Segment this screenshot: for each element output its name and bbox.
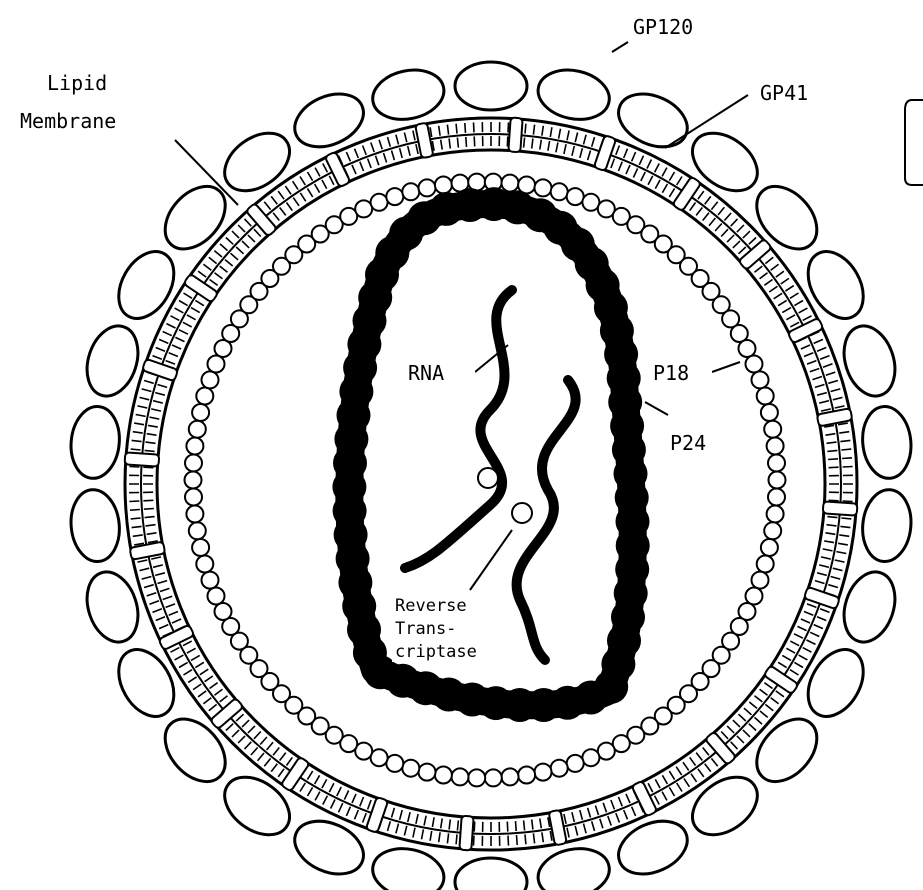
p18-bead bbox=[767, 506, 784, 523]
gp120-knob bbox=[859, 404, 914, 481]
gp120-knob bbox=[533, 64, 613, 126]
p18-bead bbox=[386, 755, 403, 772]
reverse-transcriptase-enzyme bbox=[478, 468, 498, 488]
p18-bead bbox=[202, 572, 219, 589]
p18-bead bbox=[502, 768, 519, 785]
p18-bead bbox=[192, 539, 209, 556]
p18-bead bbox=[435, 767, 452, 784]
gp41-block bbox=[459, 816, 473, 851]
p18-bead bbox=[502, 175, 519, 192]
p18-bead bbox=[192, 404, 209, 421]
p18-bead bbox=[185, 489, 202, 506]
p18-bead bbox=[582, 749, 599, 766]
label-p18: P18 bbox=[653, 361, 689, 385]
p18-bead bbox=[752, 371, 769, 388]
p18-bead bbox=[768, 455, 785, 472]
p18-bead bbox=[551, 760, 568, 777]
p18-bead bbox=[567, 755, 584, 772]
p18-bead bbox=[769, 472, 786, 489]
label-p24: P24 bbox=[670, 431, 706, 455]
p18-bead bbox=[739, 340, 756, 357]
p18-bead bbox=[746, 588, 763, 605]
p18-bead bbox=[215, 603, 232, 620]
p18-bead bbox=[757, 556, 774, 573]
p18-bead bbox=[196, 556, 213, 573]
p18-bead bbox=[196, 388, 213, 405]
side-bracket-decoration bbox=[905, 100, 923, 185]
p18-bead bbox=[371, 194, 388, 211]
p18-bead bbox=[468, 769, 485, 786]
p18-bead bbox=[185, 472, 202, 489]
gp120-knob bbox=[368, 842, 448, 890]
p18-bead bbox=[452, 768, 469, 785]
p18-bead bbox=[746, 356, 763, 373]
label-rna: RNA bbox=[408, 361, 444, 385]
p18-bead bbox=[757, 388, 774, 405]
p18-bead bbox=[485, 769, 502, 786]
gp41-block bbox=[125, 452, 160, 466]
label-reverse-transcriptase-line2: Trans- bbox=[395, 619, 456, 639]
gp120-knob bbox=[455, 62, 527, 110]
gp120-knob bbox=[455, 858, 527, 890]
p18-bead bbox=[761, 404, 778, 421]
p18-bead bbox=[186, 438, 203, 455]
p18-bead bbox=[567, 188, 584, 205]
gp120-knob bbox=[68, 487, 123, 564]
label-lipid: Lipid bbox=[47, 71, 107, 95]
p24-bead bbox=[429, 192, 463, 226]
p18-bead bbox=[208, 588, 225, 605]
p18-bead bbox=[764, 522, 781, 539]
p18-bead bbox=[202, 371, 219, 388]
label-reverse-transcriptase-line3: criptase bbox=[395, 642, 477, 662]
label-reverse-transcriptase-line1: Reverse bbox=[395, 596, 467, 616]
p18-bead bbox=[419, 179, 436, 196]
p18-bead bbox=[435, 177, 452, 194]
p18-bead bbox=[208, 356, 225, 373]
p18-bead bbox=[402, 183, 419, 200]
label-membrane: Membrane bbox=[20, 109, 116, 133]
p18-bead bbox=[186, 506, 203, 523]
p18-bead bbox=[189, 421, 206, 438]
p18-bead bbox=[551, 183, 568, 200]
label-gp41: GP41 bbox=[760, 81, 808, 105]
reverse-transcriptase-enzyme bbox=[512, 503, 532, 523]
p18-bead bbox=[185, 455, 202, 472]
p18-bead bbox=[535, 764, 552, 781]
p18-bead bbox=[535, 179, 552, 196]
p18-bead bbox=[386, 188, 403, 205]
p18-bead bbox=[767, 438, 784, 455]
gp41-block bbox=[823, 501, 858, 515]
gp120-knob bbox=[368, 64, 448, 126]
p18-bead bbox=[768, 489, 785, 506]
gp120-knob bbox=[68, 404, 123, 481]
p18-bead bbox=[402, 760, 419, 777]
p18-bead bbox=[419, 764, 436, 781]
p18-bead bbox=[761, 539, 778, 556]
p18-bead bbox=[764, 421, 781, 438]
p18-bead bbox=[518, 767, 535, 784]
p18-bead bbox=[189, 522, 206, 539]
p18-bead bbox=[752, 572, 769, 589]
gp120-knob bbox=[533, 842, 613, 890]
label-gp120: GP120 bbox=[633, 15, 693, 39]
gp41-block bbox=[508, 118, 522, 153]
gp120-knob bbox=[859, 487, 914, 564]
